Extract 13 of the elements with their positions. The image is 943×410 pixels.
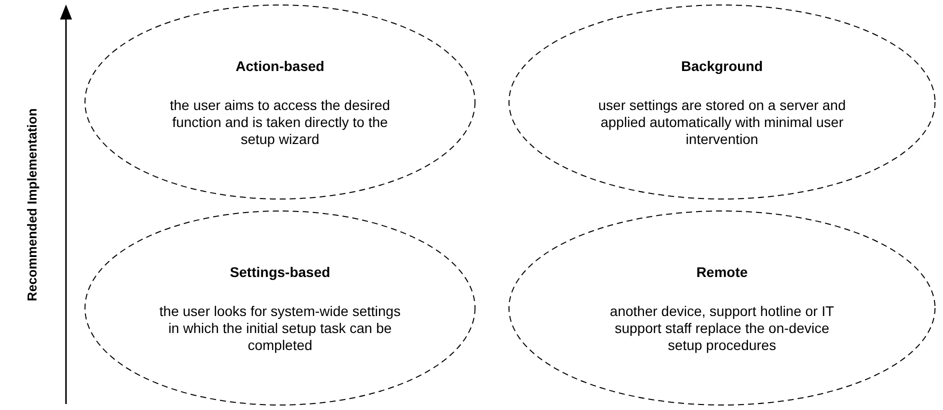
category-heading: Settings-based: [230, 263, 330, 282]
category-heading: Action-based: [236, 57, 324, 76]
category-ellipse: [508, 210, 936, 406]
category-heading: Remote: [696, 263, 748, 282]
axis-label: Recommended Implementation: [23, 108, 40, 302]
category-ellipse: [508, 4, 936, 200]
category-description: the user looks for system-wide settings in which the initial setup task can be completed: [158, 303, 402, 354]
category-description: another device, support hotline or IT support staff replace the on-device setup procedures: [608, 303, 836, 354]
category-heading: Background: [681, 57, 763, 76]
category-ellipse: [84, 4, 476, 200]
category-description: user settings are stored on a server and applied automatically with minimal user intervention: [597, 97, 847, 148]
category-description: the user aims to access the desired function and is taken directly to the setup wizard: [168, 97, 392, 148]
category-ellipse: [84, 210, 476, 406]
